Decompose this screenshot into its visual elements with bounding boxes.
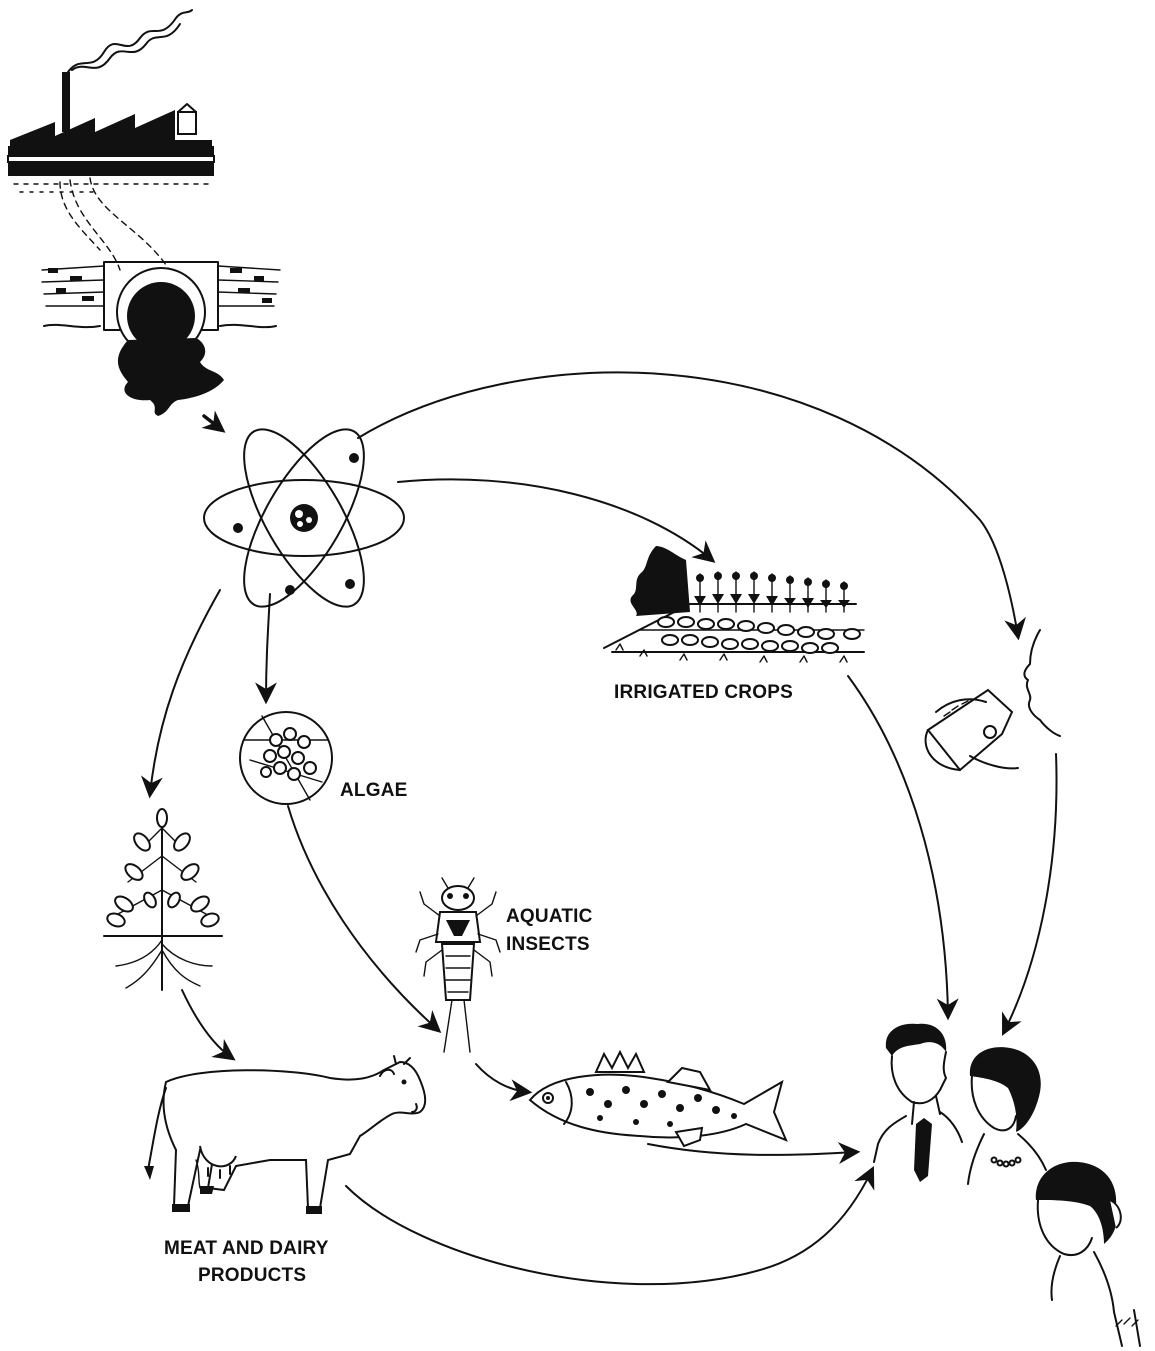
algae-icon — [240, 712, 332, 804]
crop-field-icon — [604, 546, 864, 662]
label-aquatic-insects-line2: INSECTS — [506, 934, 590, 955]
label-algae: ALGAE — [340, 780, 408, 801]
factory-icon — [8, 10, 214, 192]
plant-icon — [104, 809, 222, 990]
drinking-water-icon — [926, 630, 1060, 770]
people-icon — [874, 1024, 1140, 1346]
seepage-lines — [60, 178, 175, 280]
fish-icon — [530, 1052, 786, 1146]
label-irrigated-crops: IRRIGATED CROPS — [614, 682, 793, 703]
arrow-outfall-to-atom — [204, 416, 222, 430]
label-meat-dairy-line2: PRODUCTS — [198, 1265, 306, 1286]
cow-icon — [144, 1056, 425, 1214]
label-aquatic-insects-line1: AQUATIC — [506, 906, 593, 927]
atom-icon — [204, 412, 404, 623]
aquatic-insect-icon — [416, 878, 500, 1052]
label-meat-dairy-line1: MEAT AND DAIRY — [164, 1238, 329, 1259]
sewer-outfall-icon — [42, 262, 280, 416]
